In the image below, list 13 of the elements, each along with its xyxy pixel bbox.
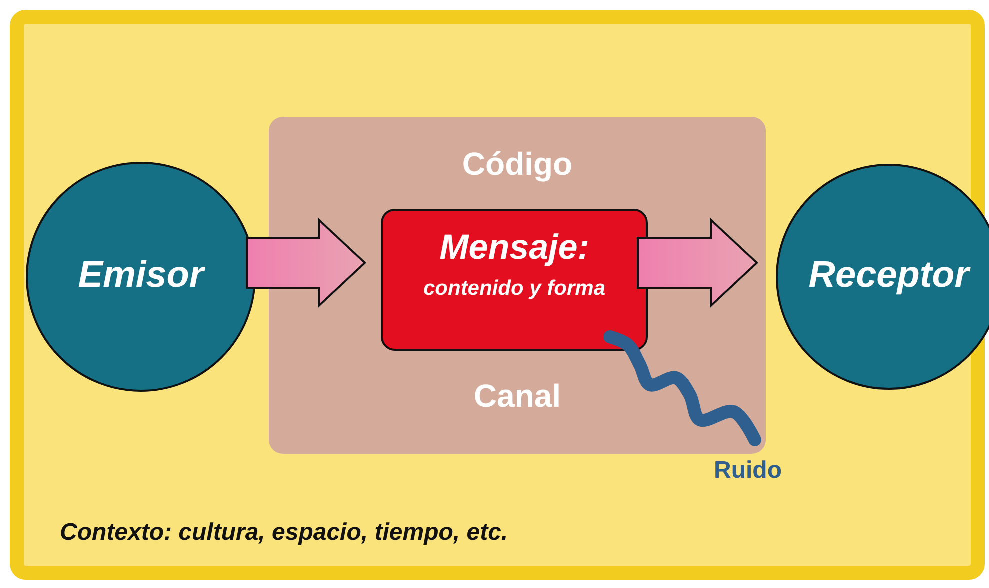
noise-wave (604, 330, 762, 446)
message-box (381, 209, 648, 351)
participant-label: Receptor (808, 255, 972, 296)
noise-label: Ruido (714, 458, 782, 484)
participant-label: Emisor (77, 255, 206, 296)
code-label: Código (461, 147, 574, 182)
context-note: Contexto: cultura, espacio, tiempo, etc. (60, 520, 508, 546)
message-subtitle: contenido y forma (422, 277, 607, 300)
block-arrow (246, 218, 366, 308)
channel-panel (269, 117, 766, 454)
message-title: Mensaje: (438, 229, 590, 268)
channel-label: Canal (472, 379, 562, 414)
block-arrow (637, 218, 758, 308)
